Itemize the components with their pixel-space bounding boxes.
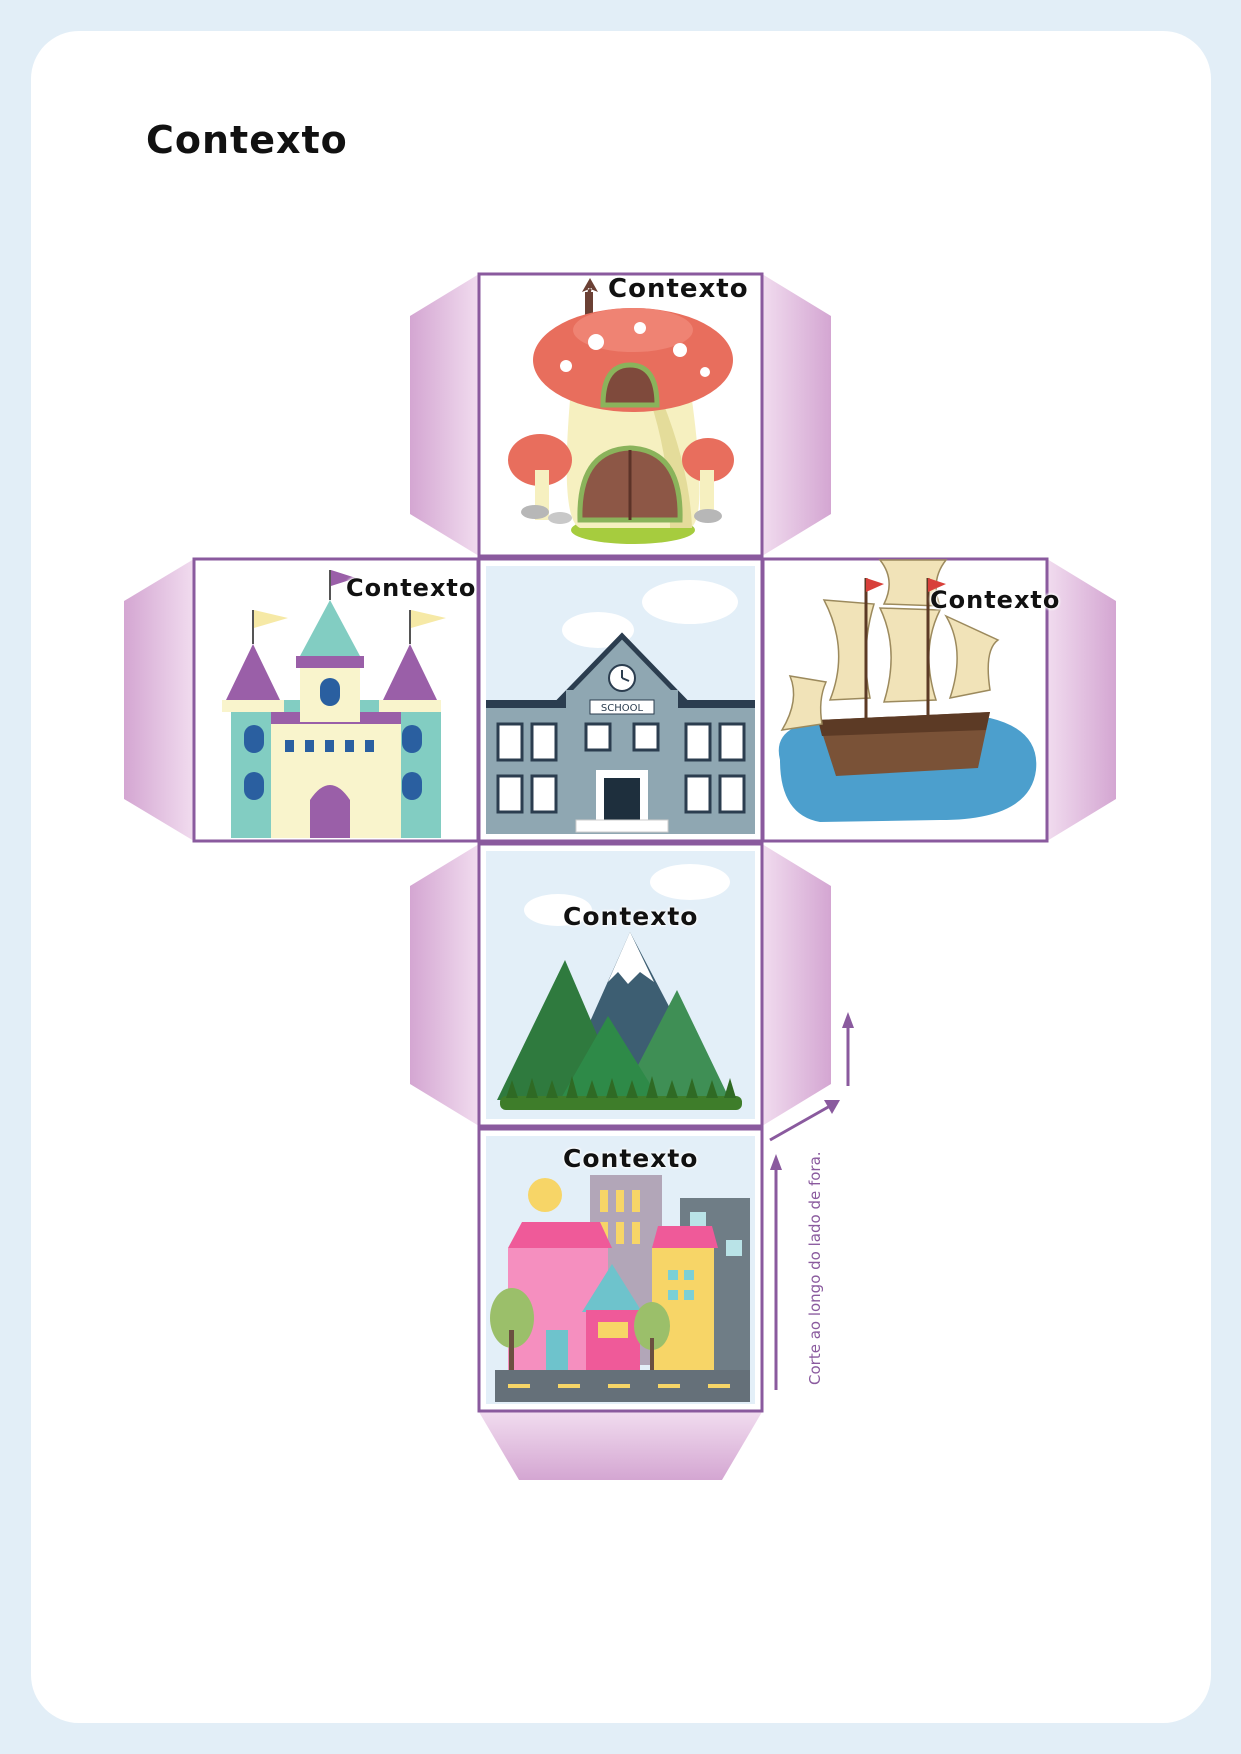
flap-right <box>1047 559 1116 841</box>
face-label-ship: Contexto <box>930 586 1061 614</box>
cut-direction-arrows <box>769 1012 854 1390</box>
flap-bottom <box>479 1412 762 1480</box>
mountains-illustration <box>486 851 755 1119</box>
castle-illustration <box>222 570 446 838</box>
flap-mid-right <box>762 844 831 1126</box>
flap-mid-left <box>410 844 479 1126</box>
face-label-mountains: Contexto <box>563 902 699 931</box>
cut-instruction: Corte ao longo do lado de fora. <box>806 1151 824 1385</box>
school-sign-text: SCHOOL <box>601 703 644 714</box>
face-label-castle: Contexto <box>346 574 477 602</box>
city-illustration <box>486 1136 755 1404</box>
page-title: Contexto <box>146 118 348 162</box>
flap-top-left <box>410 274 479 556</box>
ship-illustration <box>778 559 1037 822</box>
face-label-mushroom: Contexto <box>608 274 749 304</box>
glue-flaps <box>124 274 1116 1480</box>
flap-top-right <box>762 274 831 556</box>
mushroom-house-illustration <box>508 278 734 544</box>
arrow-diagonal <box>769 1104 831 1142</box>
face-label-city: Contexto <box>563 1144 699 1173</box>
school-illustration: SCHOOL <box>486 566 755 834</box>
flap-left <box>124 559 194 841</box>
